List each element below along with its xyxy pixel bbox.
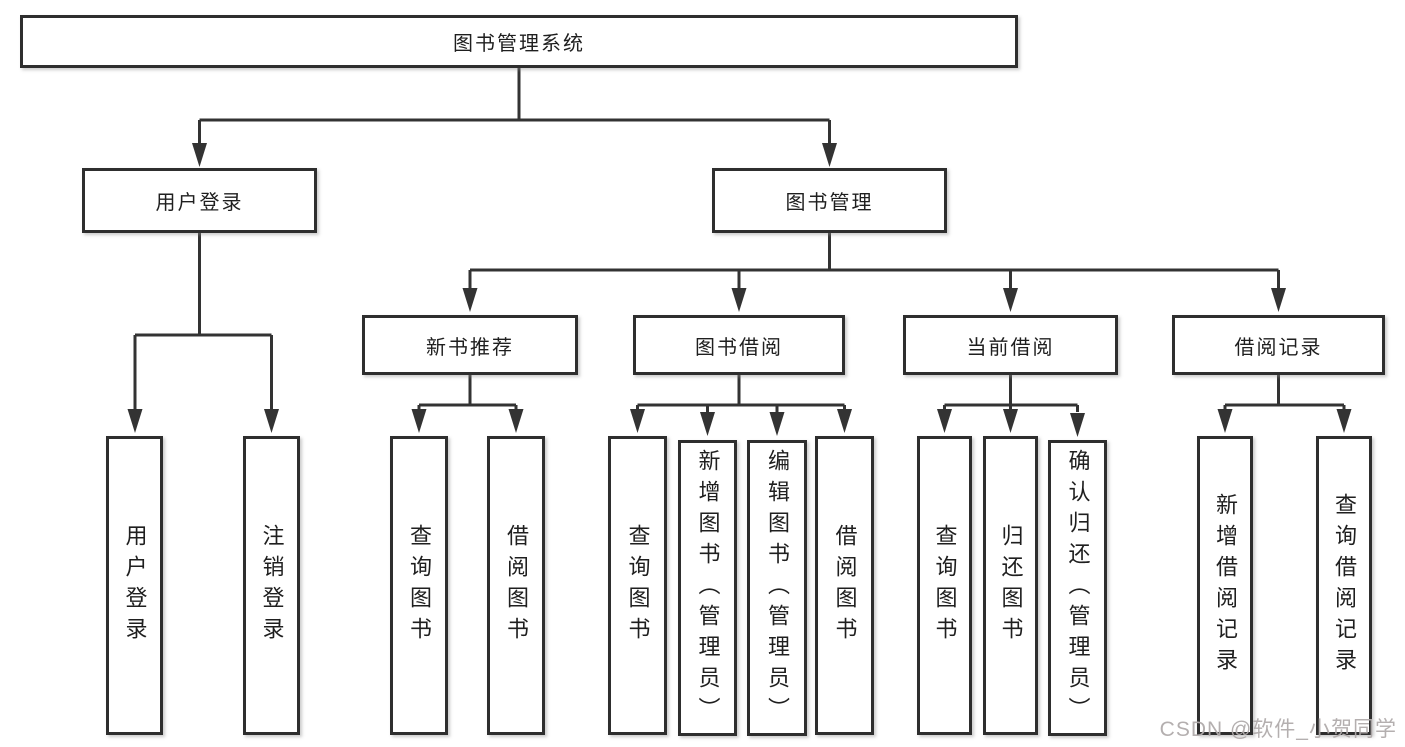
node-book-borrowing: 图书借阅 (633, 315, 845, 375)
watermark: CSDN @软件_小贺同学 (1159, 718, 1397, 741)
leaf-add-books-admin-label: 新增图书（管理员） (695, 448, 721, 728)
leaf-query-books-borrowing: 查询图书 (608, 436, 667, 735)
leaf-logout: 注销登录 (243, 436, 300, 735)
leaf-add-borrow-record-label: 新增借阅记录 (1213, 492, 1238, 679)
connector-user-login-to-leaves (127, 233, 279, 433)
leaf-confirm-return-admin-label: 确认归还（管理员） (1065, 448, 1091, 728)
leaf-query-books-recommend: 查询图书 (390, 436, 448, 735)
connector-current-borrow-to-leaves (937, 375, 1085, 437)
leaf-edit-books-admin-label: 编辑图书（管理员） (765, 448, 790, 728)
leaf-logout-label: 注销登录 (259, 523, 285, 648)
leaf-query-borrow-record-label: 查询借阅记录 (1332, 492, 1357, 679)
connector-book-borrow-to-leaves (630, 375, 852, 436)
connector-book-management-to-level3 (462, 233, 1286, 312)
leaf-query-books-current-label: 查询图书 (932, 523, 958, 648)
leaf-query-books-current: 查询图书 (917, 436, 972, 735)
leaf-query-books-recommend-label: 查询图书 (407, 523, 432, 648)
leaf-query-books-borrowing-label: 查询图书 (625, 523, 651, 648)
leaf-return-books: 归还图书 (983, 436, 1038, 735)
node-library-system: 图书管理系统 (20, 15, 1018, 68)
connector-root-to-level2 (192, 68, 837, 167)
connector-new-book-to-leaves (411, 375, 524, 433)
leaf-borrow-books-borrowing: 借阅图书 (815, 436, 874, 735)
leaf-confirm-return-admin: 确认归还（管理员） (1048, 440, 1107, 736)
node-current-borrowing: 当前借阅 (903, 315, 1118, 375)
leaf-borrow-books-recommend: 借阅图书 (487, 436, 545, 735)
leaf-edit-books-admin: 编辑图书（管理员） (747, 440, 807, 736)
node-book-management: 图书管理 (712, 168, 947, 233)
leaf-user-login: 用户登录 (106, 436, 163, 735)
connector-borrow-record-to-leaves (1217, 375, 1352, 433)
node-user-login-branch: 用户登录 (82, 168, 317, 233)
leaf-return-books-label: 归还图书 (998, 523, 1024, 648)
leaf-query-borrow-record: 查询借阅记录 (1316, 436, 1372, 735)
leaf-borrow-books-borrowing-label: 借阅图书 (832, 523, 858, 648)
leaf-add-books-admin: 新增图书（管理员） (678, 440, 737, 736)
leaf-borrow-books-recommend-label: 借阅图书 (504, 523, 529, 648)
node-borrowing-records: 借阅记录 (1172, 315, 1385, 375)
node-new-book-recommendation: 新书推荐 (362, 315, 578, 375)
leaf-add-borrow-record: 新增借阅记录 (1197, 436, 1253, 735)
leaf-user-login-label: 用户登录 (122, 523, 148, 648)
